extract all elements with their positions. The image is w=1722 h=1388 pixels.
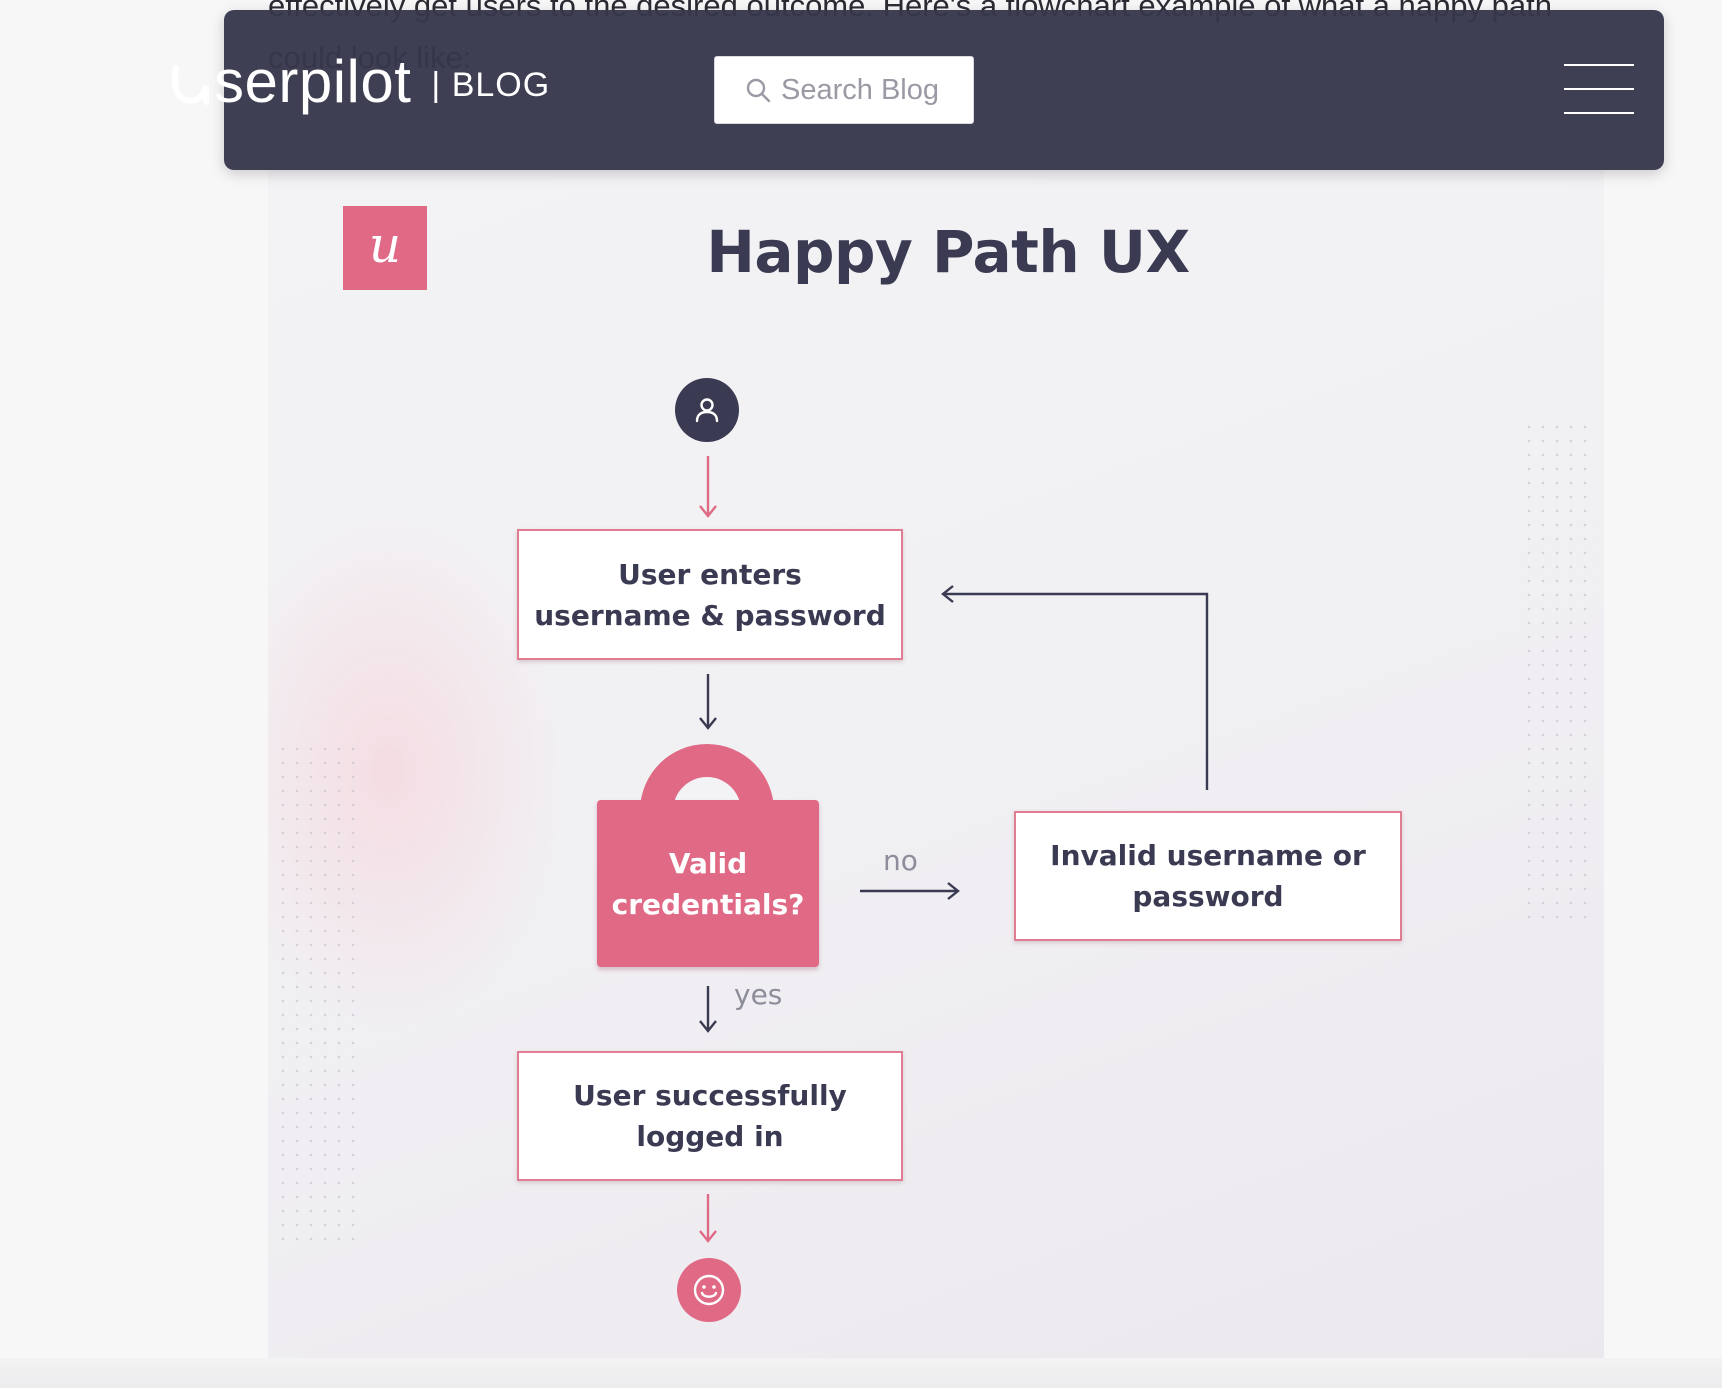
- user-icon: [695, 398, 719, 423]
- label-yes: yes: [734, 978, 783, 1011]
- arrow-loop-back: [941, 585, 1209, 790]
- arrow-no: [860, 882, 960, 900]
- decision-valid-credentials: Valid credentials?: [597, 800, 819, 967]
- happy-path-infographic: u Happy Path UX: [268, 130, 1604, 1380]
- logo[interactable]: serpilot | BLOG: [168, 50, 550, 120]
- logo-mark-icon: [168, 62, 214, 108]
- arrow-start-to-enter: [699, 456, 717, 518]
- arrow-yes: [699, 986, 717, 1033]
- page-bottom-edge: [0, 1358, 1722, 1388]
- search-box[interactable]: [714, 56, 974, 124]
- menu-line-icon: [1564, 88, 1634, 90]
- step-logged-in: User successfully logged in: [517, 1051, 903, 1181]
- step-enter-credentials: User enters username & password: [517, 529, 903, 660]
- infographic-title: Happy Path UX: [706, 218, 1190, 286]
- search-input[interactable]: [781, 73, 951, 107]
- start-node: [675, 378, 739, 442]
- menu-line-icon: [1564, 64, 1634, 66]
- step-enter-credentials-label: User enters username & password: [534, 557, 886, 632]
- brand-letter: u: [368, 216, 402, 274]
- arrow-success-to-end: [699, 1194, 717, 1243]
- menu-line-icon: [1564, 112, 1634, 114]
- dot-pattern-left: [276, 742, 364, 1242]
- search-icon: [746, 78, 771, 103]
- dot-pattern-right: [1522, 420, 1598, 920]
- label-no: no: [883, 844, 918, 877]
- logo-wordmark: serpilot: [214, 48, 412, 115]
- step-logged-in-label: User successfully logged in: [573, 1079, 847, 1153]
- userpilot-brand-mark: u: [343, 206, 427, 290]
- blog-label: | BLOG: [431, 65, 551, 104]
- menu-button[interactable]: [1564, 62, 1634, 116]
- arrow-enter-to-decision: [699, 674, 717, 730]
- step-invalid-credentials: Invalid username or password: [1014, 811, 1402, 941]
- smiley-icon: [693, 1274, 725, 1306]
- step-invalid-credentials-label: Invalid username or password: [1050, 839, 1366, 913]
- flow-arrows: [699, 456, 1209, 1243]
- end-node: [677, 1258, 741, 1322]
